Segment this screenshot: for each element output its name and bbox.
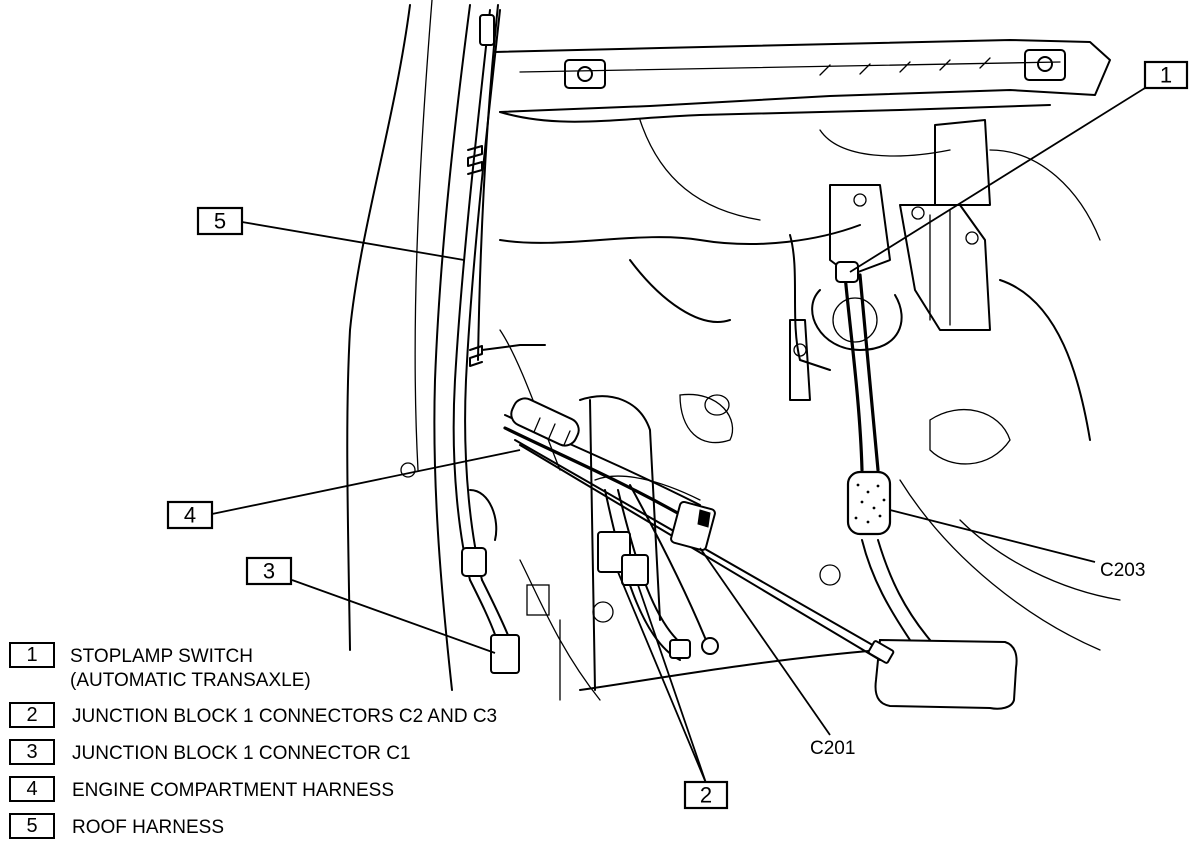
leader-2b [637, 584, 707, 784]
callout-5-number: 5 [214, 209, 226, 234]
leader-3 [291, 579, 496, 654]
legend-item-1-number: 1 [26, 644, 37, 666]
legend-item-2: 2 JUNCTION BLOCK 1 CONNECTORS C2 AND C3 [9, 702, 497, 728]
callout-4: 4 [166, 500, 214, 530]
callout-1-number: 1 [1160, 63, 1172, 88]
legend-item-4-number: 4 [26, 778, 37, 800]
connector-label-c201: C201 [810, 738, 855, 759]
legend-item-1-sublabel: (AUTOMATIC TRANSAXLE) [70, 670, 311, 691]
leader-lines [211, 87, 1146, 784]
legend-item-1-label: STOPLAMP SWITCH [70, 646, 253, 667]
vehicle-line-art [346, 0, 1121, 710]
leader-c203 [889, 509, 1096, 563]
callout-2-number: 2 [700, 783, 712, 808]
callout-4-number: 4 [184, 503, 196, 528]
legend-item-2-label: JUNCTION BLOCK 1 CONNECTORS C2 AND C3 [72, 706, 497, 727]
legend-item-3-label: JUNCTION BLOCK 1 CONNECTOR C1 [72, 743, 411, 764]
legend-item-3: 3 JUNCTION BLOCK 1 CONNECTOR C1 [9, 739, 411, 765]
legend-item-2-number: 2 [26, 704, 37, 726]
leader-c201 [699, 547, 831, 736]
legend-item-1: 1 STOPLAMP SWITCH (AUTOMATIC TRANSAXLE) [9, 642, 311, 691]
legend-item-3-number: 3 [26, 741, 37, 763]
legend-item-4-label: ENGINE COMPARTMENT HARNESS [72, 780, 394, 801]
connector-label-c203: C203 [1100, 560, 1145, 581]
callout-5: 5 [196, 206, 244, 236]
callout-3: 3 [245, 556, 293, 586]
legend-item-5-number: 5 [26, 815, 37, 837]
leader-4 [211, 449, 521, 515]
leader-5 [241, 221, 465, 261]
legend: 1 STOPLAMP SWITCH (AUTOMATIC TRANSAXLE) … [9, 642, 497, 839]
legend-item-5-label: ROOF HARNESS [72, 817, 224, 838]
leader-2a [617, 571, 707, 784]
legend-item-5: 5 ROOF HARNESS [9, 813, 224, 839]
leader-1 [849, 87, 1146, 273]
callout-2: 2 [683, 780, 729, 810]
callout-1: 1 [1143, 60, 1189, 90]
callout-3-number: 3 [263, 559, 275, 584]
legend-item-4: 4 ENGINE COMPARTMENT HARNESS [9, 776, 394, 802]
